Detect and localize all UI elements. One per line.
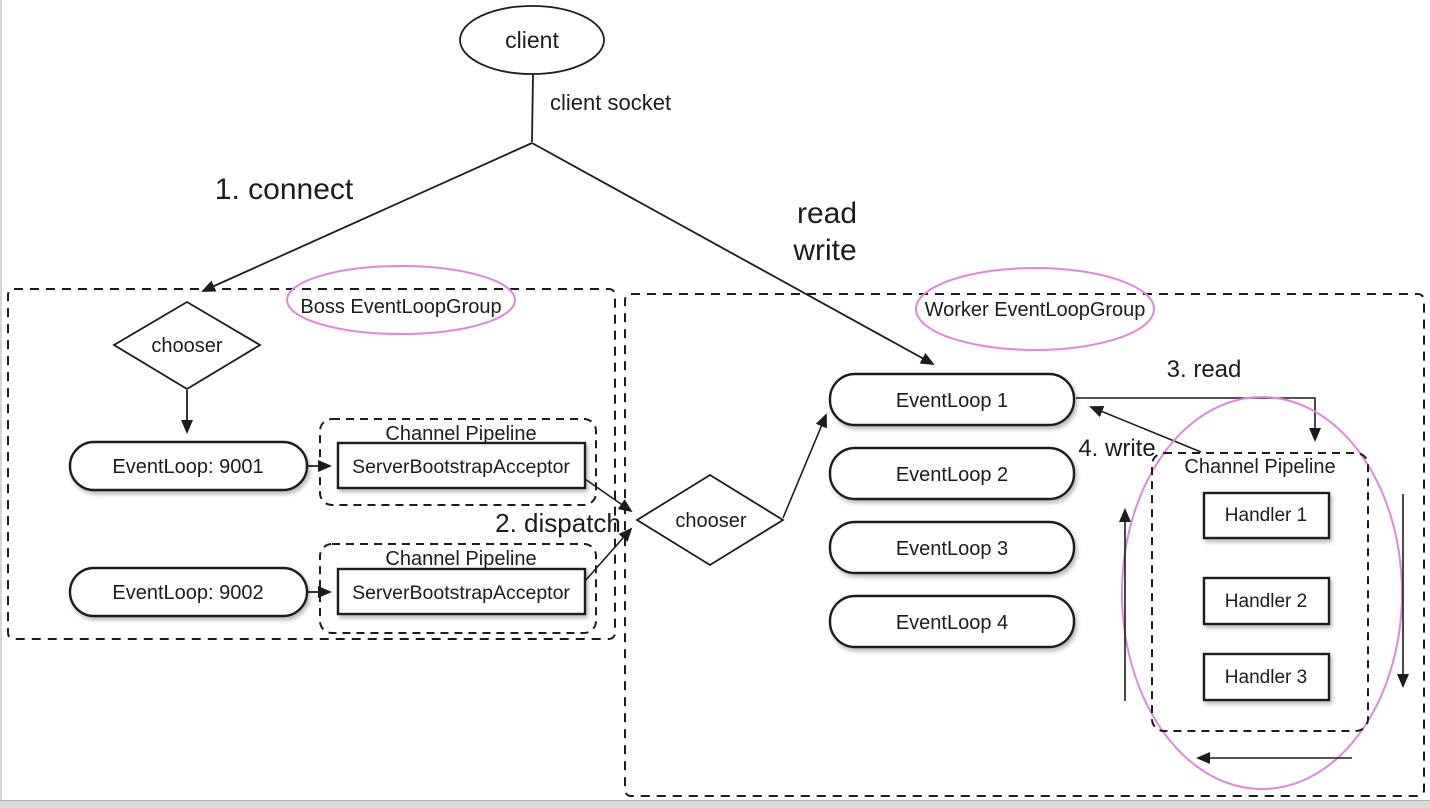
boss-pipeline-1-title: Channel Pipeline [385,423,536,445]
handler-1-box [1202,491,1331,540]
worker-group-ellipse [915,267,1155,351]
worker-pipeline-box [1151,452,1369,732]
boss-pipeline-2-title: Channel Pipeline [385,548,536,570]
eventloop-3-node [828,520,1076,575]
eventloop-9001-label: EventLoop: 9001 [112,456,263,478]
handler-1-label: Handler 1 [1225,505,1307,526]
boss-group-box [7,288,616,640]
connect-edge [201,142,533,292]
eventloop-9002-node [68,566,309,618]
write-label: write [792,234,856,267]
connect-label: 1. connect [215,173,354,206]
read-write-edge [531,142,935,365]
eventloop-1-node [828,372,1076,427]
dispatch-label: 2. dispatch [495,508,621,538]
eventloop-9001-node [68,440,309,492]
boss-chooser-label: chooser [151,335,222,357]
read-step-label: 3. read [1167,356,1242,383]
worker-chooser-label: chooser [675,510,746,532]
boss-chooser-diamond [112,300,262,391]
handler-2-label: Handler 2 [1225,591,1307,612]
client-socket-label: client socket [550,90,671,115]
client-socket-line [531,73,534,143]
window-bottom-bar [0,800,1430,808]
client-label: client [505,27,559,53]
eventloop-4-node [828,594,1076,649]
client-node [459,5,605,75]
eventloop-2-label: EventLoop 2 [896,464,1008,486]
boss-group-ellipse [286,265,516,335]
server-bootstrap-acceptor-2-label: ServerBootstrapAcceptor [352,582,570,604]
server-bootstrap-acceptor-2-box [336,567,587,616]
handler-3-box [1202,652,1331,702]
worker-chooser-diamond [635,473,785,567]
worker-group-box [624,293,1425,797]
dispatch-edge-bottom [584,527,633,582]
boss-pipeline-1-box [319,418,597,506]
eventloop-3-label: EventLoop 3 [896,538,1008,560]
eventloop-2-node [828,446,1076,501]
eventloop-9002-label: EventLoop: 9002 [112,582,263,604]
server-bootstrap-acceptor-1-box [336,441,587,490]
boss-pipeline-2-box [319,543,597,634]
write-step-edge [1089,405,1202,453]
handler-2-box [1202,576,1331,626]
worker-pipeline-title: Channel Pipeline [1184,456,1335,478]
read-label: read [797,197,857,230]
worker-chooser-to-eventloop1-arrow [782,413,827,519]
worker-pipeline-ellipse [1121,396,1403,790]
eventloop-4-label: EventLoop 4 [896,612,1008,634]
worker-group-title: Worker EventLoopGroup [925,299,1146,321]
eventloop-1-label: EventLoop 1 [896,390,1008,412]
handler-3-label: Handler 3 [1225,667,1307,688]
read-step-edge [1076,397,1321,442]
server-bootstrap-acceptor-1-label: ServerBootstrapAcceptor [352,456,570,478]
boss-group-title: Boss EventLoopGroup [300,296,501,318]
write-step-label: 4. write [1078,435,1155,462]
dispatch-edge-top [584,478,633,513]
